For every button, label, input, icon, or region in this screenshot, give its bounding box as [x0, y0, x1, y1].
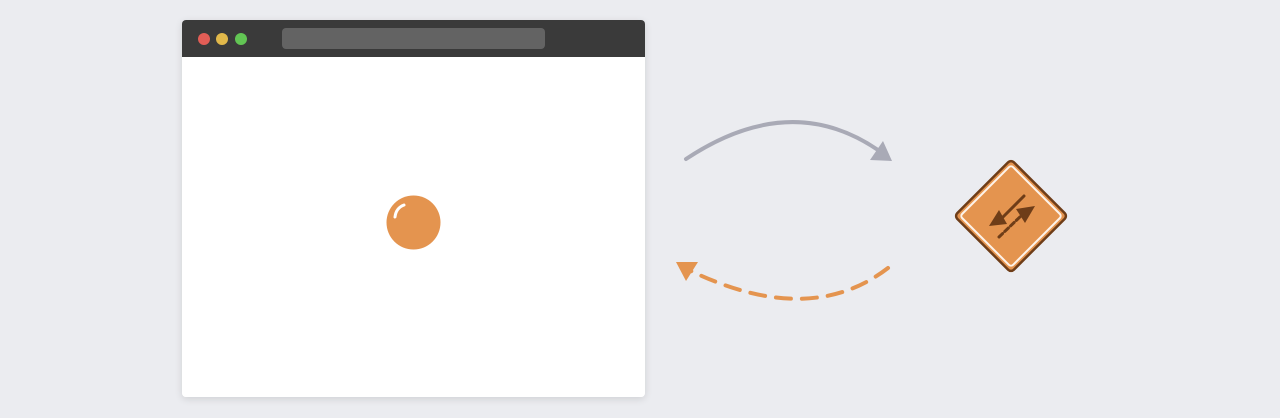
- close-window-button[interactable]: [198, 33, 210, 45]
- request-arrowhead: [870, 141, 892, 161]
- arrow-down-left: [999, 194, 1026, 221]
- response-arrowhead: [676, 262, 698, 281]
- minimize-window-button[interactable]: [216, 33, 228, 45]
- browser-window: [182, 20, 645, 397]
- request-arrow: [684, 120, 880, 161]
- diamond-bidirectional-arrows-icon: [954, 159, 1068, 273]
- address-bar[interactable]: [282, 28, 545, 49]
- diamond-shape: [954, 159, 1068, 273]
- browser-titlebar: [182, 20, 645, 57]
- arrow-up-right: [997, 212, 1025, 239]
- orange-sphere-icon: [386, 195, 441, 250]
- maximize-window-button[interactable]: [235, 33, 247, 45]
- response-arrow: [689, 266, 890, 301]
